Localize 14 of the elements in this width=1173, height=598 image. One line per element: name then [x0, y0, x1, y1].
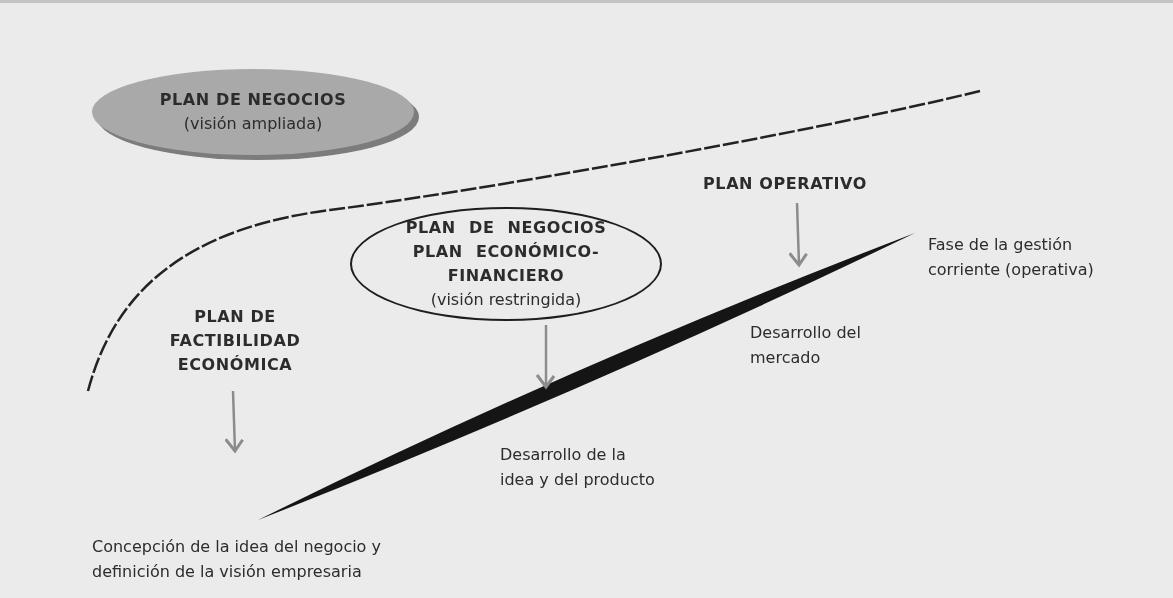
subheading-text: (visión restringida) — [430, 289, 582, 312]
heading-text: PLAN OPERATIVO — [703, 173, 867, 195]
stage-label: Desarrollo de la idea y del producto — [500, 444, 656, 491]
arrow — [788, 202, 809, 267]
arrow — [535, 325, 556, 389]
outlined-ellipse — [350, 207, 662, 321]
arrow — [224, 390, 245, 453]
stage-label: Concepción de la idea del negocio y definición de la visión empresaria — [92, 536, 382, 583]
stage-label: Desarrollo del mercado — [750, 322, 862, 369]
stage-label: Fase de la gestión corriente (operativa) — [928, 234, 1095, 281]
heading-text: PLAN DE NEGOCIOS — [159, 89, 347, 112]
subheading-text: (visión ampliada) — [183, 113, 323, 136]
heading-text: PLAN DE FACTIBILIDAD ECONÓMICA — [168, 306, 302, 376]
heading-text: PLAN DE NEGOCIOS PLAN ECONÓMICO-FINANCIERO — [404, 217, 608, 288]
